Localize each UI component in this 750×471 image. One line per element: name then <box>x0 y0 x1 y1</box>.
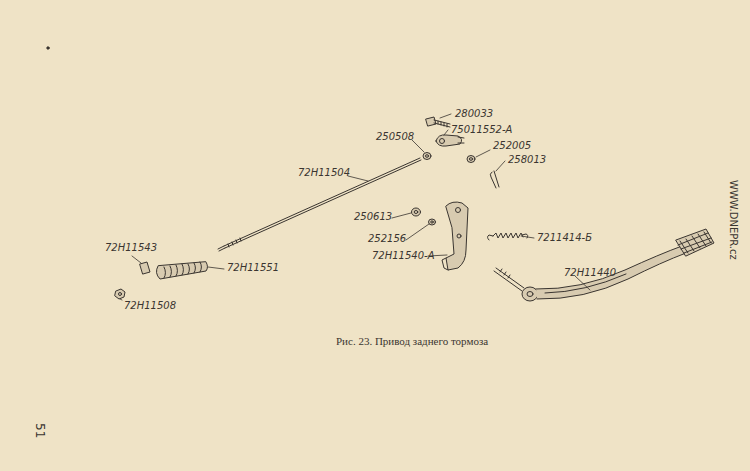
leader-line <box>132 256 141 263</box>
leader-line <box>120 299 122 300</box>
part-number: 72Н11508 <box>124 300 176 312</box>
part-number: 72Н11504 <box>298 167 350 179</box>
sleeve <box>140 262 150 274</box>
leader-line <box>444 130 448 135</box>
part-number: 72Н11543 <box>105 242 157 254</box>
leader-line <box>392 213 411 218</box>
washer <box>423 153 431 160</box>
page-number: 51 <box>34 423 46 438</box>
leader-line <box>476 150 490 157</box>
leader-line <box>440 114 451 118</box>
cotter-pin <box>490 171 499 188</box>
leader-line <box>208 267 224 269</box>
bolt <box>426 117 450 127</box>
nut <box>115 289 125 299</box>
watermark: WWW.DNEPR.cz <box>727 180 739 260</box>
leader-line <box>406 224 429 240</box>
figure-caption: Рис. 23. Привод заднего тормоза <box>336 335 488 348</box>
part-number: 72Н11440 <box>564 267 616 279</box>
leader-line <box>575 276 590 290</box>
part-number: 258013 <box>508 154 546 166</box>
leader-lines <box>120 114 590 300</box>
part-number: 252005 <box>493 140 531 152</box>
leader-line <box>348 176 368 181</box>
brake-rod <box>218 158 421 251</box>
eye-fitting <box>436 135 464 146</box>
washer <box>467 156 475 163</box>
brake-pedal <box>494 229 714 301</box>
part-number: 250508 <box>376 131 414 143</box>
part-number: 72Н11551 <box>227 262 279 274</box>
washer <box>429 219 436 225</box>
leader-line <box>521 236 534 238</box>
rubber-boot <box>156 262 207 279</box>
part-number: 75011552-А <box>451 124 512 136</box>
part-number: 72Н11540-А <box>372 250 435 262</box>
washer <box>412 208 421 216</box>
part-number: 250613 <box>354 211 392 223</box>
part-number: 280033 <box>455 108 493 120</box>
part-number: 7211414-Б <box>537 232 592 244</box>
speck <box>47 47 49 49</box>
brake-lever <box>442 202 468 270</box>
leader-line <box>496 161 505 171</box>
part-number: 252156 <box>368 233 406 245</box>
